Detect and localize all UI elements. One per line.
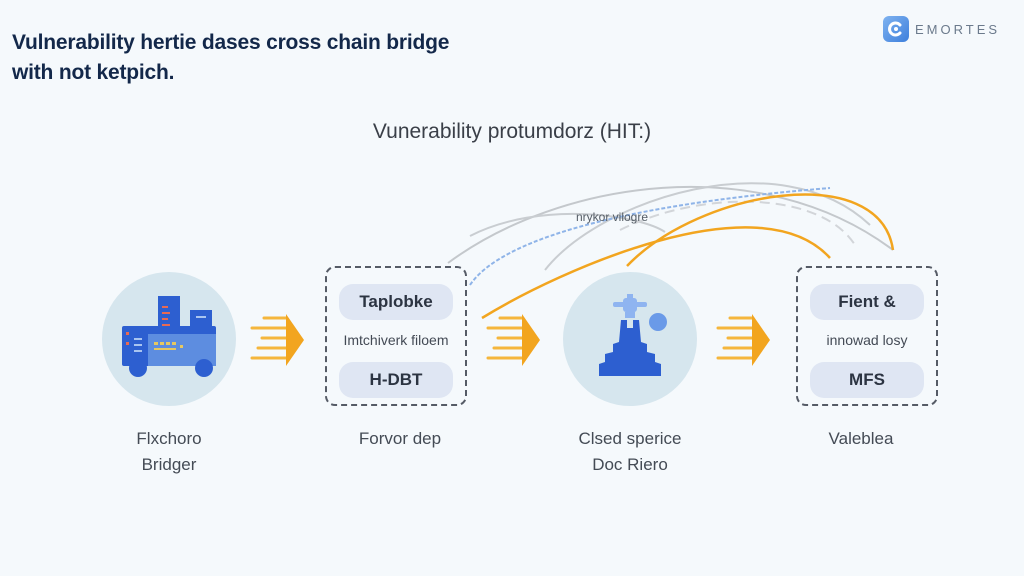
headline-line-2: with not ketpich.: [12, 61, 175, 84]
label-line-2: Doc Riero: [592, 455, 668, 474]
tower-drone-icon: [599, 294, 667, 376]
node-bridge-circle: [102, 272, 236, 406]
link-curve-gray-2: [544, 182, 871, 271]
diagram-title: Vunerability protumdorz (HIT:): [372, 120, 652, 143]
right-arrow-icon: [250, 314, 304, 366]
node-service-label: Clsed sperice Doc Riero: [530, 426, 730, 478]
headline-line-1: Vulnerability hertie dases cross chain b…: [12, 31, 450, 54]
brand: EMORTES: [883, 16, 1000, 42]
page-headline: Vulnerability hertie dases cross chain b…: [12, 28, 449, 88]
links-label: nrykor vilogre: [576, 210, 649, 224]
node-box-2-label: Valeblea: [761, 426, 961, 452]
pill-top: Fient &: [810, 284, 924, 320]
pill-bottom: MFS: [810, 362, 924, 398]
right-arrow-icon: [716, 314, 770, 366]
box-middle-text: Imtchiverk filoem: [343, 332, 449, 348]
box-middle-text: innowad losy: [826, 332, 908, 348]
c-logo-icon: [883, 16, 909, 42]
link-curve-gray-3: [469, 212, 666, 237]
right-arrow-icon: [486, 314, 540, 366]
link-curve-gray-4: [619, 200, 856, 246]
link-curve-gray-1: [447, 185, 894, 264]
label-line-1: Forvor dep: [358, 429, 442, 448]
node-box-1-label: Forvor dep: [300, 426, 500, 452]
brand-name: EMORTES: [915, 21, 1001, 37]
pill-top: Taplobke: [339, 284, 453, 320]
label-line-2: Bridger: [141, 455, 197, 474]
label-line-1: Flxchoro: [136, 429, 202, 448]
node-box-1: Taplobke Imtchiverk filoem H-DBT: [325, 266, 467, 406]
node-box-2: Fient & innowad losy MFS: [796, 266, 938, 406]
label-line-1: Valeblea: [828, 429, 894, 448]
pill-bottom: H-DBT: [339, 362, 453, 398]
label-line-1: Clsed sperice: [578, 429, 682, 448]
node-bridge-label: Flxchoro Bridger: [69, 426, 269, 478]
link-curve-blue: [469, 187, 831, 286]
node-service-circle: [563, 272, 697, 406]
link-curve-orange-2: [626, 193, 895, 267]
truck-icon: [122, 296, 216, 377]
